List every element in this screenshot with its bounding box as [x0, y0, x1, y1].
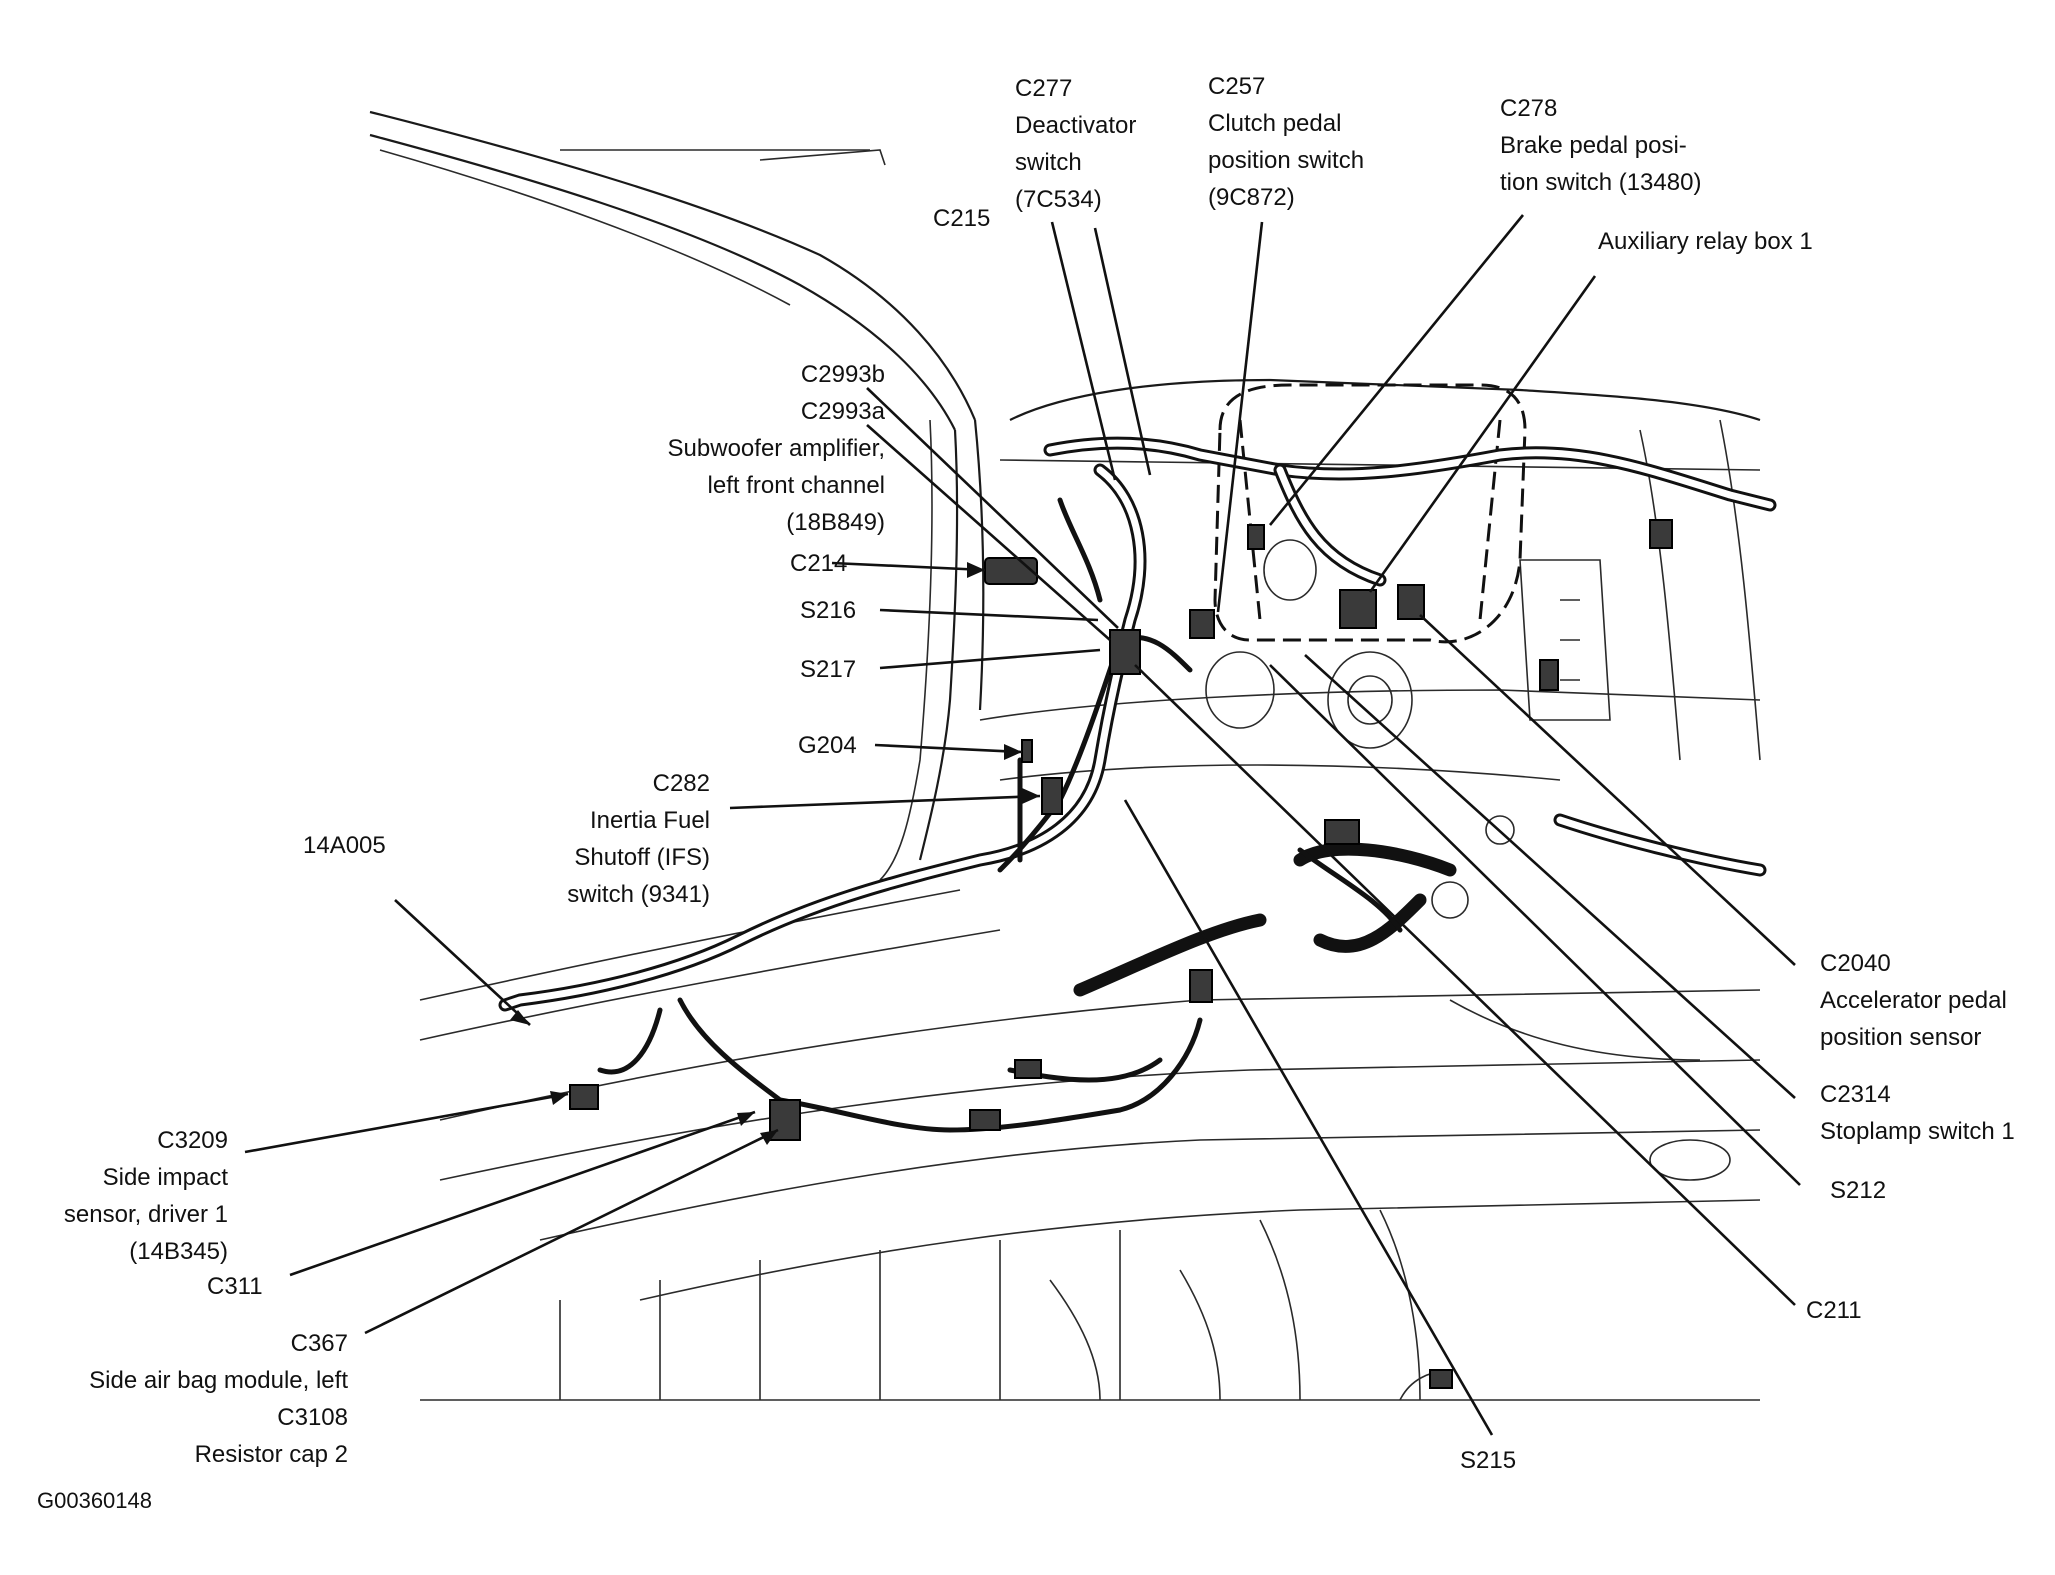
wiring-harness	[498, 436, 1777, 1133]
figure-id: G00360148	[37, 1488, 152, 1513]
body-structure	[369, 110, 1761, 1401]
label-c3209-side-impact-sensor: C3209 Side impact sensor, driver 1 (14B3…	[63, 1127, 228, 1265]
label-c2314: C2314 Stoplamp switch 1	[1820, 1081, 2015, 1145]
label-c257: C257 Clutch pedal position switch (9C872…	[1208, 73, 1365, 211]
label-c215: C215	[933, 205, 991, 232]
label-s217: S217	[800, 656, 857, 683]
label-auxiliary-relay-box: Auxiliary relay box 1	[1598, 228, 1813, 255]
label-14a005: 14A005	[303, 832, 386, 859]
label-c214: C214	[790, 550, 848, 577]
connectors	[569, 519, 1673, 1389]
label-c311: C311	[207, 1273, 263, 1300]
dashed-outline	[1213, 383, 1527, 644]
arrow-heads	[510, 562, 1040, 1145]
label-g204: G204	[798, 732, 857, 759]
label-s212: S212	[1830, 1177, 1887, 1204]
label-s215: S215	[1460, 1447, 1517, 1474]
label-c2040: C2040 Accelerator pedal position sensor	[1820, 950, 2007, 1051]
leader-lines	[244, 214, 1801, 1436]
label-c278: C278 Brake pedal posi- tion switch (1348…	[1500, 95, 1702, 196]
label-c211: C211	[1806, 1297, 1862, 1324]
label-s216: S216	[800, 597, 857, 624]
label-c277: C277 Deactivator switch (7C534)	[1015, 75, 1137, 213]
label-c282-ifs-switch: C282 Inertia Fuel Shutoff (IFS) switch (…	[567, 770, 710, 908]
label-c2993-subwoofer: C2993b C2993a Subwoofer amplifier, left …	[667, 361, 885, 536]
label-c367-side-air-bag: C367 Side air bag module, left C3108 Res…	[89, 1330, 348, 1468]
